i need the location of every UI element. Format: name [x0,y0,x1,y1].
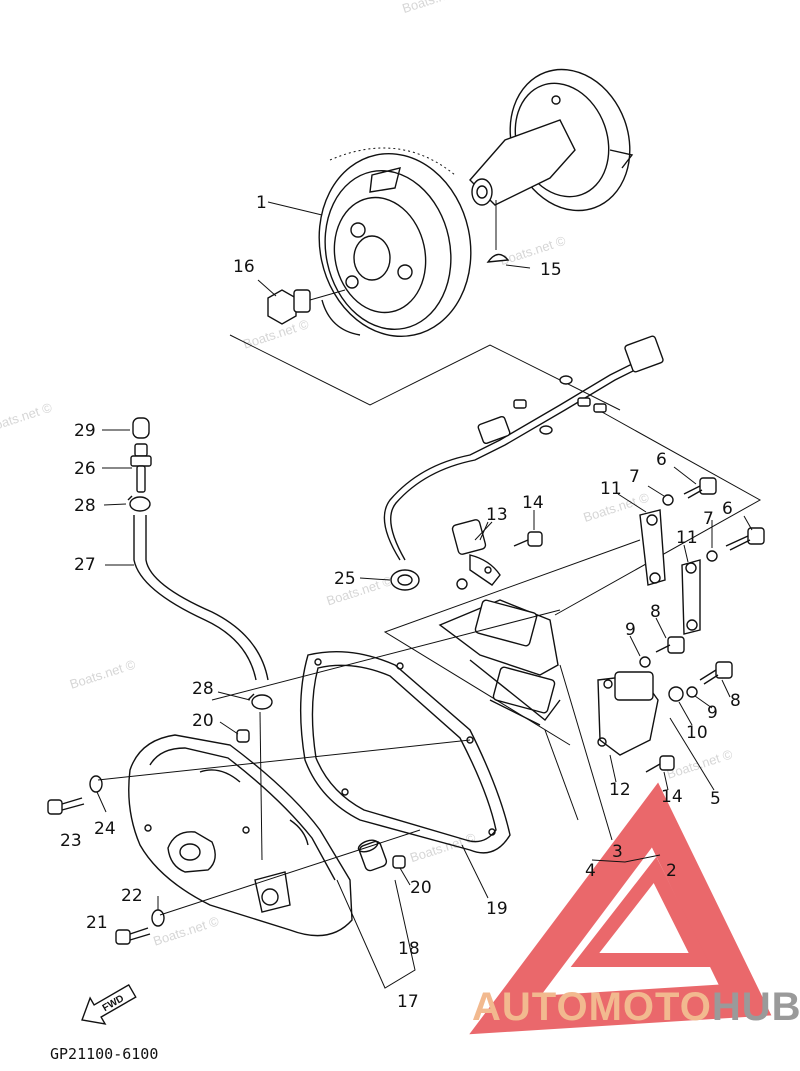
callout-5: 5 [710,789,721,809]
callout-17: 17 [397,992,419,1012]
triangle-logo-icon [469,782,772,1035]
fwd-label: FWD [101,993,126,1014]
callout-29: 29 [74,421,96,441]
callout-6: 6 [656,450,667,470]
reference-line [97,739,471,781]
callout-11: 11 [676,528,698,548]
reference-outline [229,334,621,411]
callout-4: 4 [585,861,596,881]
callout-24: 24 [94,819,116,839]
callout-18: 18 [398,939,420,959]
callout-23: 23 [60,831,82,851]
callout-22: 22 [121,886,143,906]
hose-fitting [130,443,152,493]
callout-8: 8 [650,602,661,622]
callout-7: 7 [703,509,714,529]
hose-clamp [247,693,273,710]
callout-28: 28 [74,496,96,516]
dowel-pin [357,839,388,872]
lock-washer [706,550,718,562]
callout-labels: 1 16 15 29 26 28 27 28 20 23 24 22 21 18… [60,193,741,1012]
brand-part-auto: AUTO [472,985,589,1029]
callout-13: 13 [486,505,508,525]
wiring-harness [383,335,762,616]
small-pin [392,855,406,869]
screw-set-right [456,477,765,773]
callout-12: 12 [609,780,631,800]
watermark-text: Boats.net © [68,656,138,691]
callout-9: 9 [707,703,718,723]
watermark-text: Boats.net © [0,400,54,435]
breather-hose-assembly [127,417,273,861]
fwd-arrow-icon: FWD [81,983,137,1025]
washer [89,775,103,793]
screw [513,531,543,547]
lock-washer [662,494,674,506]
callout-14: 14 [661,787,683,807]
reference-outline [383,539,641,746]
callout-26: 26 [74,459,96,479]
stator-base-plate [469,68,634,212]
flywheel-rotor [318,147,472,338]
watermark-text: Boats.net © [151,913,221,948]
cover-gasket [299,651,511,854]
woodruff-key [486,200,510,263]
callout-19: 19 [486,899,508,919]
pulser-coil [597,671,659,756]
drawing-code: GP21100-6100 [50,1045,158,1063]
bolt [47,797,85,815]
callout-25: 25 [334,569,356,589]
screw [725,527,765,551]
callout-20: 20 [410,878,432,898]
hose-clamp [127,495,151,512]
watermark-text: Boats.net © [665,746,735,781]
callout-27: 27 [74,555,96,575]
brand-part-moto: MOTO [589,985,712,1029]
small-pin [236,729,250,743]
callout-15: 15 [540,260,562,280]
callout-20: 20 [192,711,214,731]
magneto-cover [128,734,353,937]
brand-name: AUTOMOTOHUB [472,985,800,1029]
brand-logo: AUTOMOTOHUB [469,782,800,1035]
screw [645,755,675,773]
leader-lines [96,201,753,989]
screw [683,477,717,499]
watermark-text: Boats.net © [408,830,478,865]
callout-14: 14 [522,493,544,513]
hose-cap [132,417,150,439]
rotor-nut [267,289,346,325]
screw [699,661,733,685]
screw [655,636,685,654]
bolt [115,927,151,945]
washer [668,686,684,702]
washer [151,909,165,927]
watermark-text: Boats.net © [400,0,470,16]
callout-7: 7 [629,467,640,487]
brand-part-hub: HUB [712,985,800,1029]
washer [686,686,698,698]
callout-11: 11 [600,479,622,499]
reference-line [211,609,561,701]
callout-1: 1 [256,193,267,213]
callout-3: 3 [612,842,623,862]
callout-9: 9 [625,620,636,640]
reference-line [159,829,421,916]
callout-6: 6 [722,499,733,519]
callout-8: 8 [730,691,741,711]
grommet [359,569,420,591]
mounting-bracket [639,509,701,635]
callout-2: 2 [666,861,677,881]
callout-28: 28 [192,679,214,699]
hose [145,515,269,681]
callout-10: 10 [686,723,708,743]
washer [639,656,651,668]
hose [133,515,257,681]
callout-21: 21 [86,913,108,933]
pickup-sensor [451,519,501,586]
stator-coil-assembly [438,599,613,841]
callout-16: 16 [233,257,255,277]
